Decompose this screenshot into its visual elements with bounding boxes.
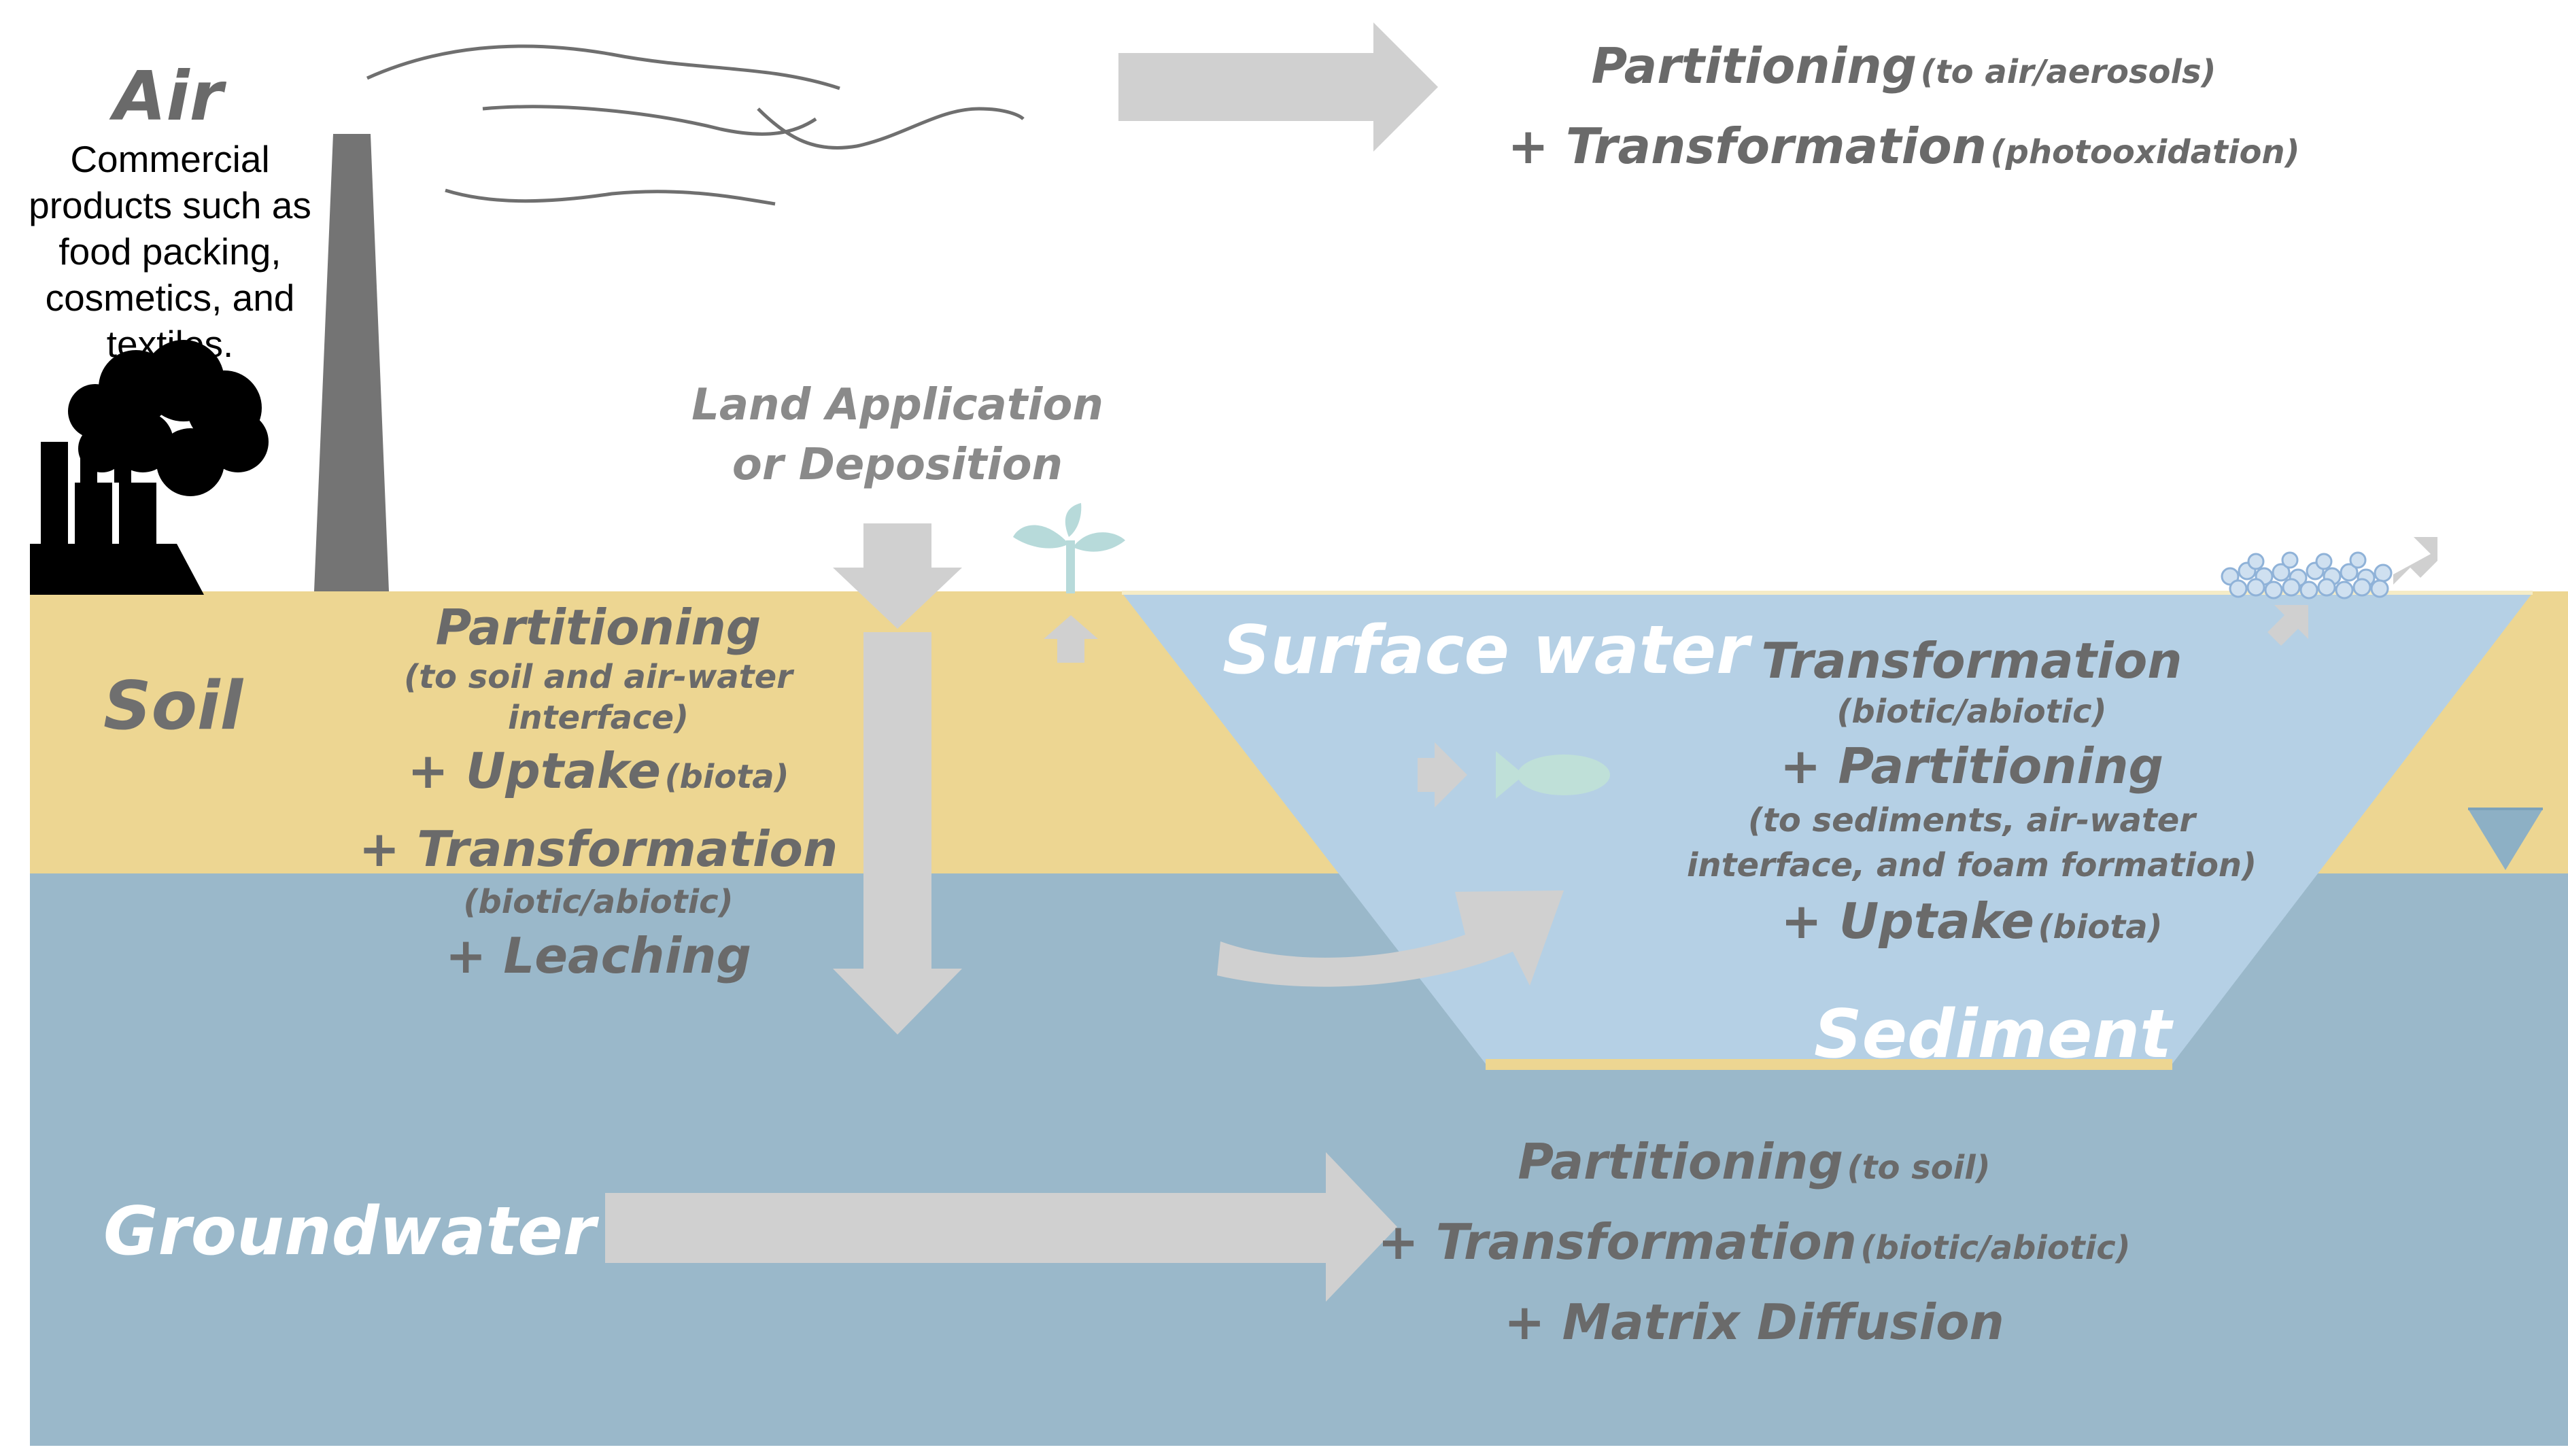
sediment-label: Sediment (1814, 996, 2172, 1073)
air-label: Air (114, 56, 223, 136)
plant-uptake-arrow (1044, 615, 1098, 663)
surface-water-process-text: Transformation (biotic/abiotic) + Partit… (1686, 632, 2257, 950)
commercial-products-note: Commercial products such as food packing… (29, 138, 311, 365)
water-table-icon (2468, 809, 2543, 870)
leaching-arrow (833, 632, 962, 1035)
plant-icon (1013, 503, 1125, 593)
land-application-label: Land Application or Deposition (691, 380, 1103, 490)
factory-icon (30, 340, 269, 595)
fish-icon (1496, 751, 1610, 799)
air-process-text: Partitioning (to air/aerosols) + Transfo… (1507, 37, 2300, 175)
air-transport-arrow (1118, 22, 1438, 152)
groundwater-process-text: Partitioning (to soil) + Transformation … (1377, 1133, 2131, 1351)
arrows (605, 22, 2437, 1302)
groundwater-to-surface-arrow (1217, 890, 1564, 987)
sediment-layer (1486, 1059, 2172, 1070)
smoke-lines-icon (366, 44, 1025, 206)
deposition-arrow-top (833, 523, 962, 629)
groundwater-label: Groundwater (103, 1193, 596, 1270)
chimney-icon (314, 134, 389, 591)
foam-arrow-up (2393, 537, 2437, 585)
groundwater-flow-arrow (605, 1152, 1397, 1302)
foam-bubbles-icon (2221, 551, 2393, 600)
soil-label: Soil (103, 668, 243, 745)
surface-water-label: Surface water (1222, 612, 1749, 689)
foam-arrow-down (2267, 605, 2308, 646)
soil-process-text: Partitioning (to soil and air-water inte… (358, 599, 838, 984)
fish-uptake-arrow (1418, 742, 1467, 808)
